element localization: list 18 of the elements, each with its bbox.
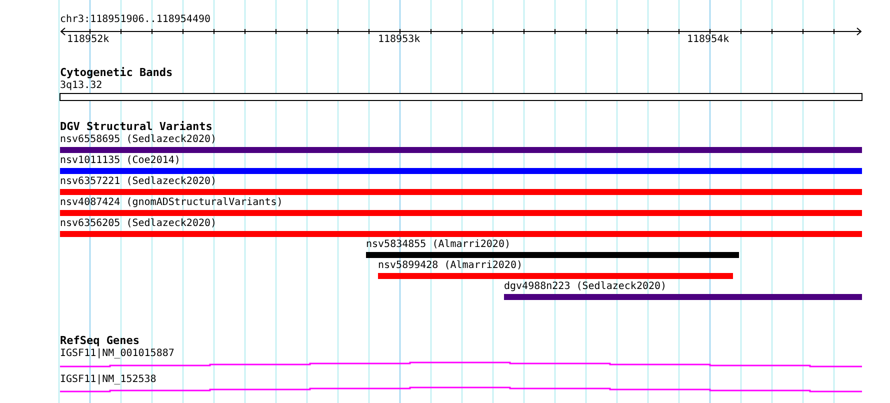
track-heading: DGV Structural Variants: [60, 121, 212, 133]
feature-label: IGSF11|NM_152538: [60, 374, 156, 386]
feature-label: 3q13.32: [60, 80, 102, 92]
tick-label: 118952k: [67, 34, 110, 46]
feature-label: nsv5834855 (Almarri2020): [366, 239, 510, 251]
feature-label: nsv4087424 (gnomADStructuralVariants): [60, 197, 283, 209]
feature-label: nsv1011135 (Coe2014): [60, 155, 180, 167]
feature-label: nsv5899428 (Almarri2020): [378, 260, 522, 272]
coordinate-title: chr3:118951906..118954490: [60, 14, 211, 26]
tick-label: 118954k: [687, 34, 730, 46]
feature-label: dgv4988n223 (Sedlazeck2020): [504, 281, 667, 293]
feature-label: nsv6558695 (Sedlazeck2020): [60, 134, 217, 146]
track-heading: RefSeq Genes: [60, 335, 140, 347]
feature-label: nsv6356205 (Sedlazeck2020): [60, 218, 217, 230]
track-heading: Cytogenetic Bands: [60, 67, 173, 79]
tick-label: 118953k: [378, 34, 420, 46]
feature-label: nsv6357221 (Sedlazeck2020): [60, 176, 217, 188]
feature-label: IGSF11|NM_001015887: [60, 348, 174, 360]
